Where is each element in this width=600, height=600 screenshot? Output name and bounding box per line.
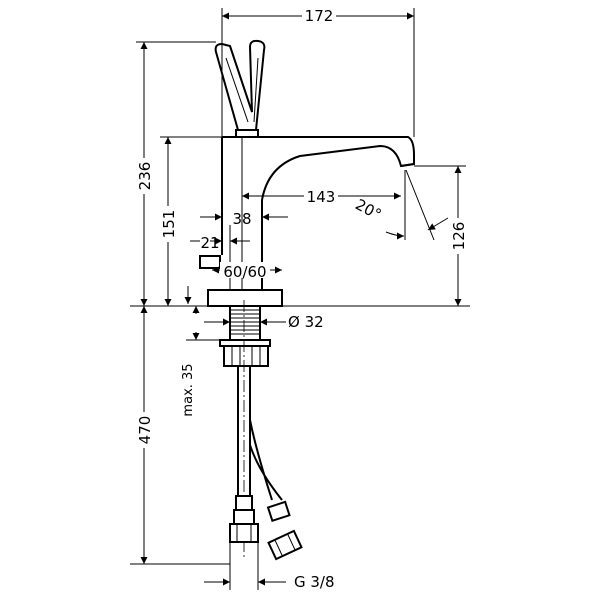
popup-rod [199,255,221,269]
dim-connection-thread: G 3/8 [294,573,335,591]
dim-hose-length: 470 [136,416,154,445]
connection-nut-right [267,529,303,561]
hose-ferrule-left [235,495,253,511]
base-plate [207,289,283,307]
supply-hose-bent [249,419,283,501]
installation-parts [219,300,303,561]
supply-hose-straight [237,366,251,500]
handle-highlight-1 [225,57,249,123]
faucet-body [199,39,415,307]
dim-total-height: 236 [136,162,154,191]
connection-neck-left [233,509,255,525]
dim-spout-height: 126 [450,222,468,251]
nut-lines [231,346,261,366]
connection-nut-left [229,523,259,543]
threaded-shank [229,305,261,341]
dim-axis-offset: 38 [232,210,251,228]
dim-overall-width: 172 [305,7,334,25]
dim-spout-angle: 20° [352,195,384,223]
handle-highlight-2 [253,57,259,123]
handle-base [235,129,259,138]
hose-ferrule-right [266,500,291,523]
mounting-nut [223,345,269,367]
body-outline [221,136,415,290]
dimension-lines [130,8,466,590]
dim-shank-diameter: Ø 32 [288,313,324,331]
dim-max-thickness: max. 35 [181,363,196,416]
thread-lines [230,309,260,335]
dim-rod-offset: 21 [200,234,219,252]
dim-body-height: 151 [160,210,178,239]
handle-lever [214,39,266,131]
aerator [400,163,415,167]
dim-spout-reach: 143 [307,188,336,206]
dim-base-size: 60/60 [223,263,266,281]
